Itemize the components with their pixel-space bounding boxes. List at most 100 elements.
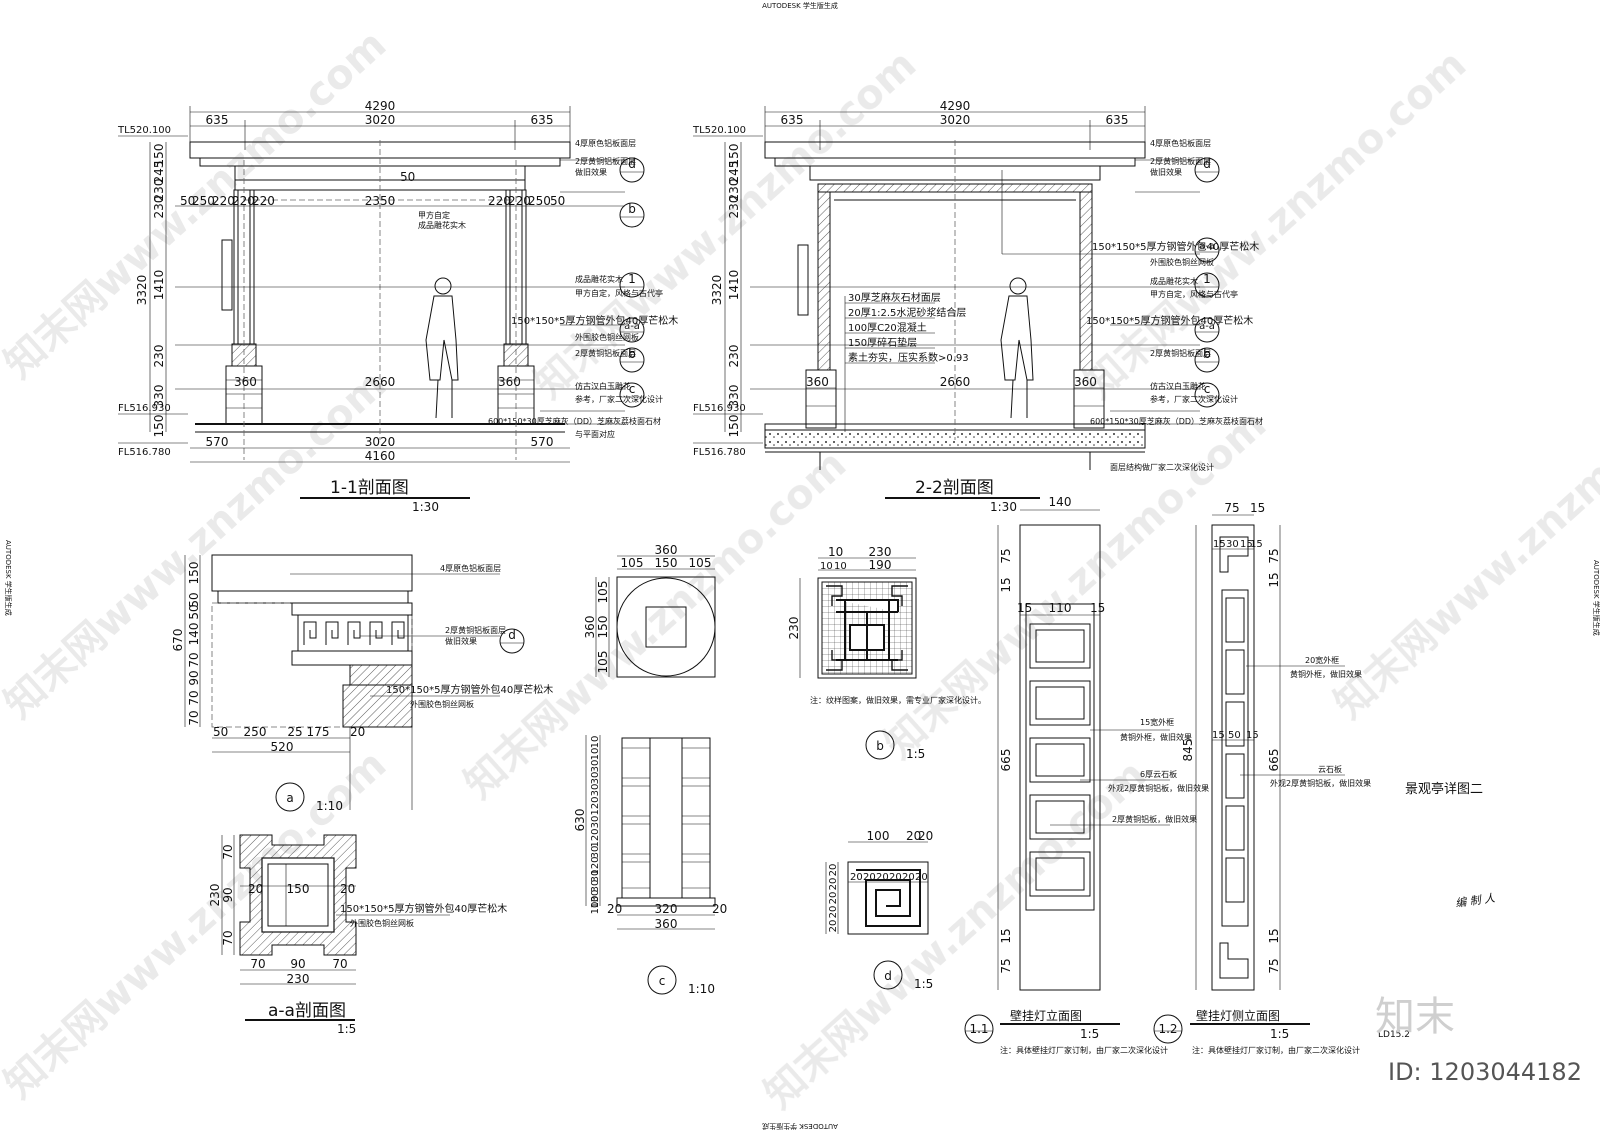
dim-text: 50	[1228, 730, 1241, 741]
annotation: 云石板	[1318, 764, 1342, 774]
dim-text: 230	[152, 196, 166, 219]
callout-marker: a-a	[619, 317, 645, 343]
callout-marker: b	[619, 347, 645, 373]
dim-text: 90	[221, 887, 235, 902]
callout-marker: c	[1194, 382, 1220, 408]
svg-text:d: d	[508, 628, 516, 642]
callout-marker: a-a	[1194, 237, 1220, 263]
svg-text:d: d	[884, 969, 892, 983]
layer-note: 150厚碎石垫层	[848, 336, 917, 349]
dim-text: 150	[187, 562, 201, 585]
dim-text: 30	[590, 890, 601, 903]
dim-text: 150	[655, 556, 678, 570]
svg-text:b: b	[1203, 347, 1211, 361]
annotation: 2厚黄铜铝板面层	[575, 156, 636, 166]
detail-label: c	[647, 965, 677, 995]
callout-marker: d	[1194, 157, 1220, 183]
dim-text: 220	[232, 194, 255, 208]
detail-scale: 1:5	[906, 747, 925, 761]
dim-text: 140	[187, 623, 201, 646]
section-scale: 1:30	[990, 500, 1017, 514]
dim-text: 230	[727, 179, 741, 202]
dim-text: 190	[869, 558, 892, 572]
detail-b: 10 230 10 10 190 230 注：纹样图案，做旧效果，需专业厂家深化…	[787, 545, 986, 761]
annotation: 参考，厂家二次深化设计	[1150, 394, 1238, 404]
dim-text: 360	[583, 616, 597, 639]
elevation-ground: FL516.780	[118, 447, 171, 458]
callout-marker: d	[499, 628, 525, 654]
dim-text: 30	[590, 870, 601, 883]
dim-text: 3020	[365, 435, 396, 449]
dim-text: 20	[340, 882, 355, 896]
dim-text: 20	[350, 725, 365, 739]
dim-text: 70	[332, 957, 347, 971]
header-stamp: AUTODESK 学生版生成	[762, 1, 838, 10]
dim-text: 50	[550, 194, 565, 208]
dim-text: 230	[287, 972, 310, 986]
layer-note: 20厚1:2.5水泥砂浆结合层	[848, 306, 966, 319]
detail-c: 360 105 150 105 105 150 105 360 10 10 30…	[573, 543, 727, 996]
annotation: 600*150*30厚芝麻灰（DD）芝麻灰荔枝面石材	[1090, 416, 1263, 426]
dim-text: 360	[655, 917, 678, 931]
dim-text: 15	[999, 577, 1013, 592]
dim-text: 75	[999, 548, 1013, 563]
svg-text:d: d	[628, 157, 636, 171]
dim-text: 10	[828, 545, 843, 559]
dim-text: 30	[590, 846, 601, 859]
dim-text: 70	[187, 710, 201, 725]
dim-text: 3020	[940, 113, 971, 127]
dim-text: 665	[1267, 749, 1281, 772]
dim-text: 20	[906, 829, 921, 843]
detail-scale: 1:5	[1080, 1027, 1099, 1041]
dim-text: 360	[1074, 375, 1097, 389]
sheet-title: 景观亭详图二	[1405, 781, 1483, 797]
dim-text: 50	[187, 592, 201, 607]
svg-text:a: a	[286, 791, 293, 805]
annotation: 仿古汉白玉雕花	[575, 381, 631, 391]
section-title: 2-2剖面图	[915, 478, 994, 498]
annotation: 2厚黄铜铝板面层	[1150, 348, 1211, 358]
dim-text: 520	[271, 740, 294, 754]
svg-text:a-a: a-a	[624, 321, 640, 332]
dim-text: 50	[213, 725, 228, 739]
footnote: 注：具体壁挂灯厂家订制，由厂家二次深化设计	[1000, 1045, 1168, 1055]
svg-text:a-a: a-a	[1199, 241, 1215, 252]
dim-text: 10	[590, 896, 601, 909]
annotation: 黄铜外框，做旧效果	[1290, 669, 1362, 679]
dim-text: 70	[187, 652, 201, 667]
dim-text: 20	[850, 872, 863, 883]
dim-text: 75	[1224, 501, 1239, 515]
dim-text: 20	[828, 864, 839, 877]
svg-text:a-a: a-a	[1199, 321, 1215, 332]
detail-a-a: 70 90 70 230 70 90 70 230 20 150 20 150*…	[208, 834, 507, 1036]
detail-d: 100 20 20 20 20 20 20 20 20 20 20 20 20 …	[825, 829, 933, 991]
svg-text:b: b	[628, 347, 636, 361]
dim-text: 220	[508, 194, 531, 208]
dim-text: 230	[787, 617, 801, 640]
dim-text: 630	[573, 809, 587, 832]
dim-text: 150	[596, 616, 610, 639]
annotation: 150*150*5厚方钢管外包40厚芒松木	[340, 902, 507, 915]
dim-text: 230	[869, 545, 892, 559]
svg-text:c: c	[659, 974, 666, 988]
annotation: 150*150*5厚方钢管外包40厚芒松木	[1092, 240, 1259, 253]
annotation: 4厚原色铝板面层	[440, 563, 501, 573]
dim-text: 50	[180, 194, 195, 208]
dim-text: 360	[234, 375, 257, 389]
dim-text: 4290	[365, 99, 396, 113]
dim-text: 635	[1106, 113, 1129, 127]
dim-text: 20	[902, 872, 915, 883]
dim-text: 75	[1267, 548, 1281, 563]
annotation: 4厚原色铝板面层	[1150, 138, 1211, 148]
annotation: 外观2厚黄铜铝板，做旧效果	[1108, 783, 1209, 793]
dim-text: 15	[1212, 730, 1225, 741]
lamp-side-panels	[1225, 597, 1245, 903]
svg-text:1: 1	[1203, 272, 1211, 286]
dim-text: 120	[590, 856, 601, 875]
dim-text: 15	[1090, 601, 1105, 615]
dim-text: 50	[400, 170, 415, 184]
dim-text: 4160	[365, 449, 396, 463]
annotation: 外围胶色铜丝网板	[1150, 257, 1214, 267]
elevation-floor: FL516.930	[693, 403, 746, 414]
